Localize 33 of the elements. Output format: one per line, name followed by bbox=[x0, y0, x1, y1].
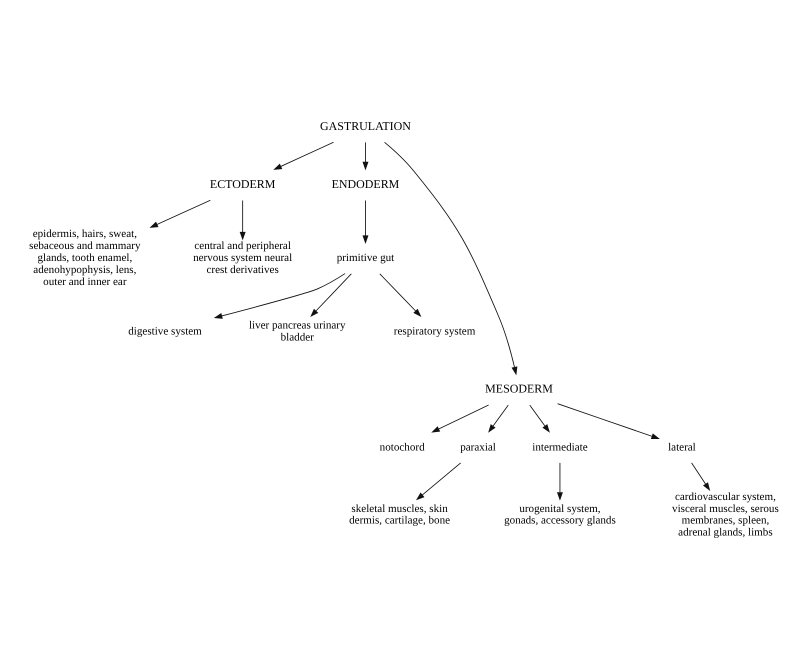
node-text: paraxial bbox=[460, 440, 496, 453]
node-text: skeletal muscles, skin dermis, cartilage, bone bbox=[349, 502, 450, 526]
arrow bbox=[362, 200, 368, 244]
arrow bbox=[362, 141, 368, 170]
node-text: central and peripheral nervous system neural crest derivatives bbox=[193, 240, 292, 276]
node-text: digestive system bbox=[128, 324, 202, 337]
arrow bbox=[214, 272, 346, 318]
arrow bbox=[488, 404, 509, 432]
arrow bbox=[273, 141, 334, 170]
arrow bbox=[150, 199, 211, 228]
arrow bbox=[240, 200, 246, 240]
arrow bbox=[529, 404, 550, 432]
node-text: MESODERM bbox=[485, 381, 553, 396]
node-text: GASTRULATION bbox=[320, 118, 411, 132]
node-text: liver pancreas urinary bladder bbox=[248, 318, 346, 343]
node-text: epidermis, hairs, sweat, sebaceous and mammary glands, tooth enamel, adenohypophysis, lens, outer and inner ear bbox=[29, 228, 141, 288]
node-text: lateral bbox=[668, 440, 696, 453]
arrow bbox=[379, 272, 422, 316]
node-text: primitive gut bbox=[336, 252, 394, 264]
arrow bbox=[384, 141, 518, 375]
node-text: urogenital system, gonads, accessory glands bbox=[504, 502, 616, 526]
arrow bbox=[556, 462, 563, 500]
node-text: ENDODERM bbox=[332, 176, 400, 190]
arrow bbox=[310, 272, 352, 316]
arrow bbox=[416, 462, 462, 500]
node-text: notochord bbox=[380, 440, 425, 453]
arrow bbox=[691, 462, 710, 490]
node-text: intermediate bbox=[532, 440, 588, 453]
arrow bbox=[557, 402, 660, 439]
node-text: cardiovascular system, visceral muscles, serous membranes, spleen, adrenal glands, limbs bbox=[672, 490, 779, 538]
node-text: ECTODERM bbox=[210, 176, 276, 190]
arrow bbox=[431, 404, 490, 432]
node-text: respiratory system bbox=[394, 324, 476, 337]
